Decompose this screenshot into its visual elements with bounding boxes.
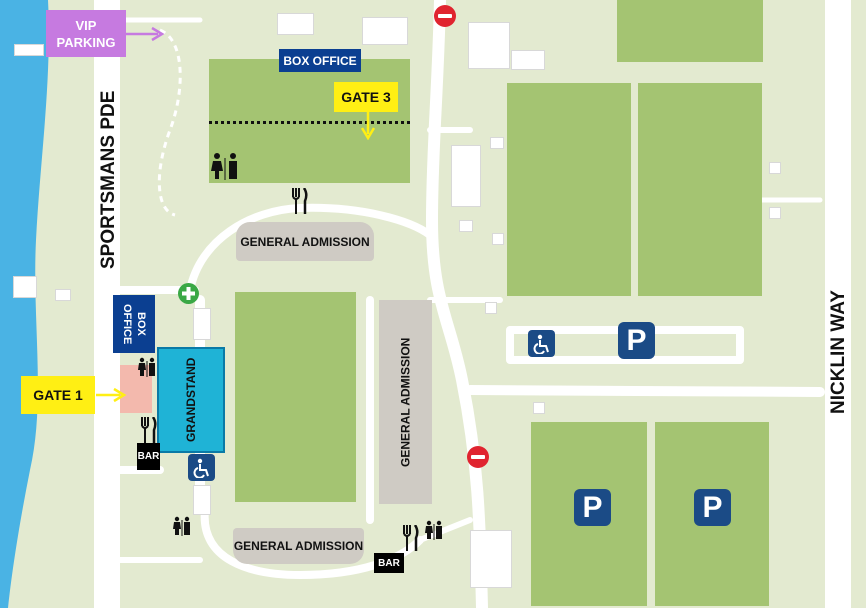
restroom-icon: [425, 520, 442, 540]
food-icon: [403, 525, 419, 551]
river: [0, 0, 49, 608]
parking-icon: P: [618, 322, 655, 359]
building: [769, 207, 781, 219]
food-icon: [141, 417, 157, 443]
main-oval-field: [235, 292, 356, 502]
gate-3-sign: GATE 3: [334, 82, 398, 112]
bar-sign-left: BAR: [137, 443, 160, 470]
building: [470, 530, 512, 588]
vip-parking-sign: VIP PARKING: [46, 10, 126, 57]
arrow-icon: [96, 387, 127, 403]
building: [277, 13, 314, 35]
restroom-icon: [211, 153, 237, 180]
field-ne-2: [638, 83, 762, 296]
parking-icon: P: [694, 489, 731, 526]
gate-1-sign: GATE 1: [21, 376, 95, 414]
building: [533, 402, 545, 414]
accessible-icon: [188, 454, 215, 481]
general-admission-top: GENERAL ADMISSION: [236, 222, 374, 261]
box-office-side-label: BOX OFFICE: [121, 303, 147, 345]
building: [451, 145, 481, 207]
field-ne-1: [507, 83, 631, 296]
restroom-icon: [138, 357, 155, 377]
building: [55, 289, 71, 301]
gate-3-line: [209, 121, 410, 124]
food-icon: [292, 188, 308, 214]
building: [459, 220, 473, 232]
building: [485, 302, 497, 314]
field-north: [617, 0, 763, 62]
street-sportsmans-pde: SPORTSMANS PDE: [98, 90, 119, 270]
accessible-icon: [528, 330, 555, 357]
no-entry-icon: [467, 446, 489, 468]
building: [468, 22, 510, 69]
arrow-icon: [126, 26, 165, 42]
grandstand: GRANDSTAND: [157, 347, 225, 453]
box-office-side: BOX OFFICE: [113, 295, 155, 353]
first-aid-icon: [178, 283, 199, 304]
general-admission-right: GENERAL ADMISSION: [379, 300, 432, 504]
building: [490, 137, 504, 149]
building: [511, 50, 545, 70]
building: [769, 162, 781, 174]
building: [193, 485, 211, 515]
restroom-icon: [173, 516, 190, 536]
arrow-icon: [360, 112, 376, 140]
box-office-top: BOX OFFICE: [279, 49, 361, 72]
building: [492, 233, 504, 245]
street-nicklin-way: NICKLIN WAY: [828, 290, 849, 415]
building: [14, 44, 44, 56]
parking-icon: P: [574, 489, 611, 526]
no-entry-icon: [434, 5, 456, 27]
bar-sign-bottom: BAR: [374, 553, 404, 573]
building: [13, 276, 37, 298]
building: [362, 17, 408, 45]
general-admission-bottom: GENERAL ADMISSION: [233, 528, 364, 564]
building: [193, 308, 211, 340]
